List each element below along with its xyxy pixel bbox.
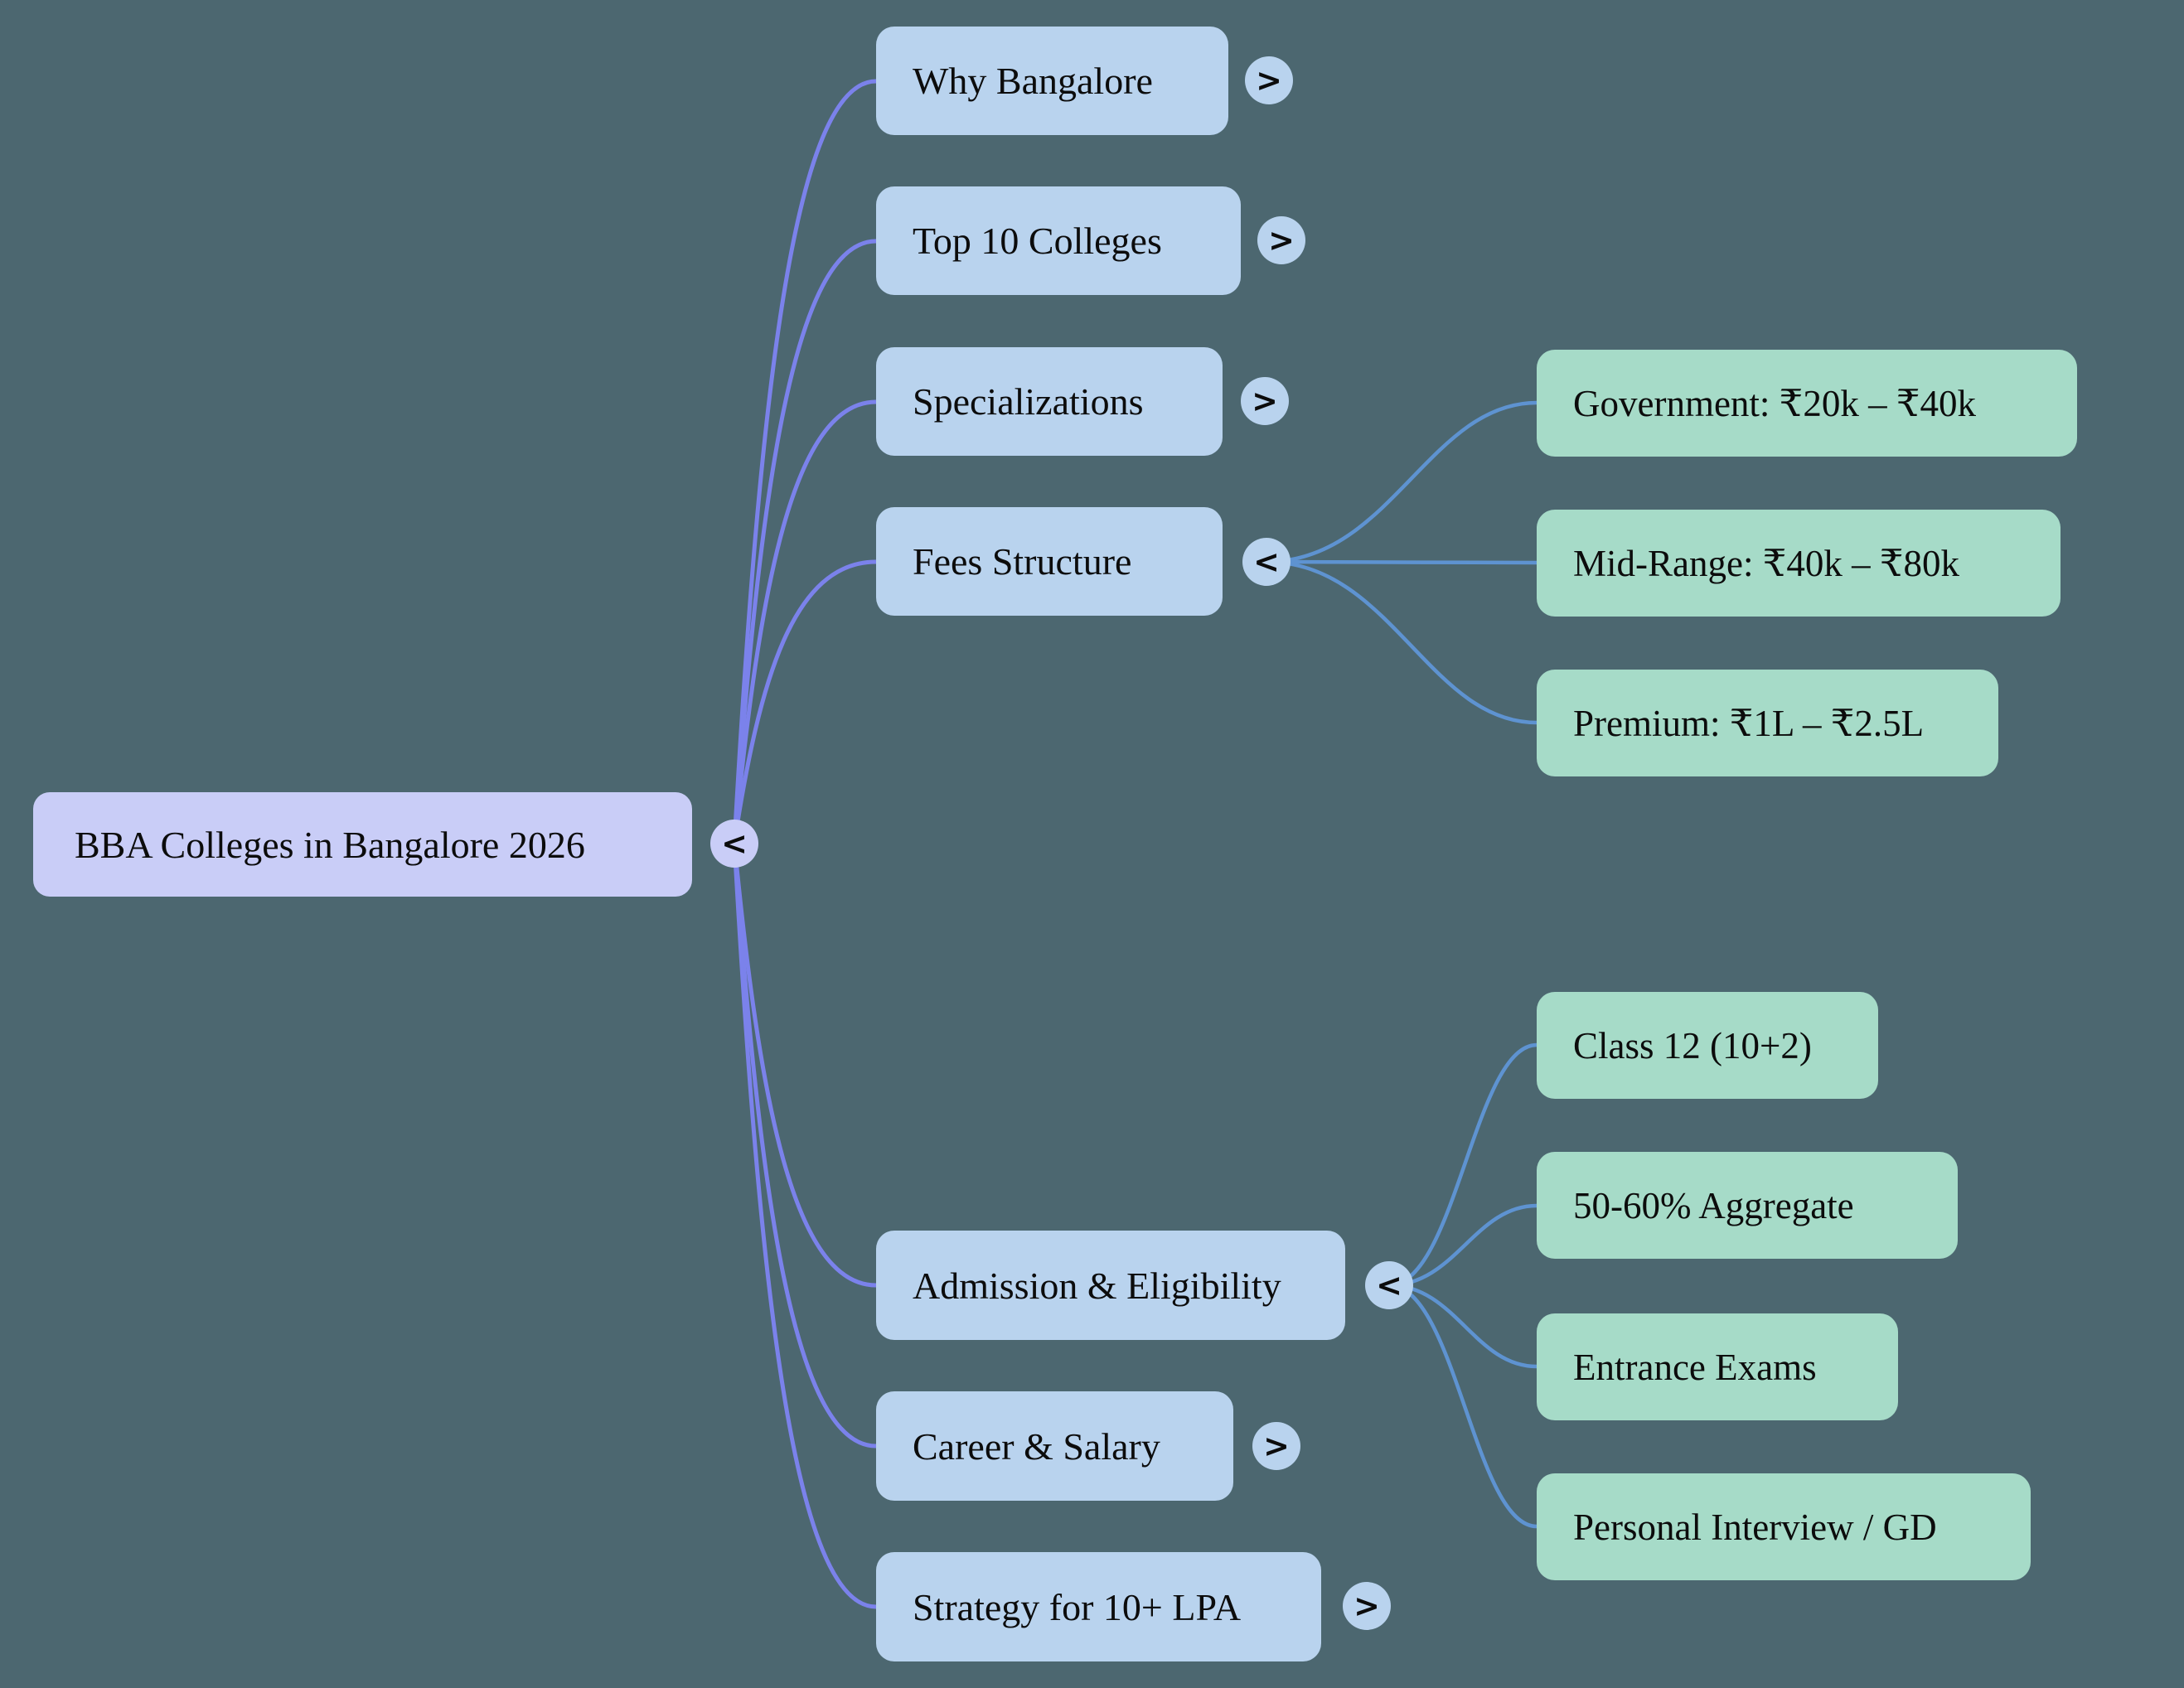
- node-label: Entrance Exams: [1573, 1346, 1817, 1388]
- edge-root-career-salary: [732, 840, 879, 1449]
- node-label: Career & Salary: [913, 1424, 1160, 1468]
- admission-eligibility-collapse-button[interactable]: <: [1365, 1261, 1413, 1309]
- edge-fees-mid-range: [1264, 559, 1539, 565]
- node-label: Fees Structure: [913, 540, 1132, 583]
- strategy-10-lpa-expand-button[interactable]: >: [1343, 1582, 1391, 1630]
- leaf-mid-range-fees[interactable]: Mid-Range: ₹40k – ₹80k: [1537, 510, 2061, 617]
- branch-top-10-colleges[interactable]: Top 10 Colleges: [876, 186, 1241, 295]
- branch-fees-structure[interactable]: Fees Structure: [876, 507, 1223, 616]
- leaf-entrance-exams[interactable]: Entrance Exams: [1537, 1313, 1898, 1420]
- branch-admission-eligibility[interactable]: Admission & Eligibility: [876, 1231, 1345, 1340]
- node-label: Admission & Eligibility: [913, 1264, 1281, 1307]
- leaf-premium-fees[interactable]: Premium: ₹1L – ₹2.5L: [1537, 670, 1998, 776]
- edge-fees-premium: [1264, 559, 1539, 725]
- node-label: Mid-Range: ₹40k – ₹80k: [1573, 543, 1959, 584]
- edge-root-fees-structure: [732, 559, 879, 845]
- edge-root-strategy-10-lpa: [732, 840, 879, 1609]
- career-salary-expand-button[interactable]: >: [1252, 1422, 1300, 1470]
- edge-fees-government: [1264, 400, 1539, 564]
- branch-career-salary[interactable]: Career & Salary: [876, 1391, 1233, 1501]
- fees-structure-collapse-button[interactable]: <: [1242, 538, 1291, 586]
- branch-specializations[interactable]: Specializations: [876, 347, 1223, 456]
- branch-strategy-10-lpa[interactable]: Strategy for 10+ LPA: [876, 1552, 1321, 1661]
- root-collapse-button[interactable]: <: [710, 820, 758, 868]
- node-label: Strategy for 10+ LPA: [913, 1585, 1242, 1628]
- node-label: Specializations: [913, 380, 1144, 423]
- node-label: Class 12 (10+2): [1573, 1024, 1812, 1066]
- root-node-label: BBA Colleges in Bangalore 2026: [75, 823, 585, 866]
- node-label: Premium: ₹1L – ₹2.5L: [1573, 703, 1925, 744]
- leaf-class-12[interactable]: Class 12 (10+2): [1537, 992, 1878, 1099]
- root-node[interactable]: BBA Colleges in Bangalore 2026: [33, 792, 692, 897]
- edge-root-why-bangalore: [732, 79, 879, 845]
- node-label: Top 10 Colleges: [913, 220, 1162, 262]
- edge-root-specializations: [732, 399, 879, 845]
- edge-root-top-10-colleges: [732, 239, 879, 845]
- node-label: 50-60% Aggregate: [1573, 1184, 1854, 1226]
- leaf-government-fees[interactable]: Government: ₹20k – ₹40k: [1537, 350, 2077, 457]
- edge-admission-personal-interview: [1387, 1283, 1539, 1529]
- leaf-personal-interview-gd[interactable]: Personal Interview / GD: [1537, 1473, 2031, 1580]
- leaf-aggregate[interactable]: 50-60% Aggregate: [1537, 1152, 1958, 1259]
- node-label: Personal Interview / GD: [1573, 1506, 1937, 1548]
- top-10-colleges-expand-button[interactable]: >: [1257, 216, 1305, 264]
- node-label: Why Bangalore: [913, 60, 1153, 102]
- branch-why-bangalore[interactable]: Why Bangalore: [876, 27, 1228, 135]
- specializations-expand-button[interactable]: >: [1241, 377, 1289, 425]
- edge-admission-class-12: [1387, 1042, 1539, 1288]
- node-label: Government: ₹20k – ₹40k: [1573, 383, 1976, 424]
- why-bangalore-expand-button[interactable]: >: [1245, 56, 1293, 104]
- edge-root-admission-eligibility: [732, 840, 879, 1288]
